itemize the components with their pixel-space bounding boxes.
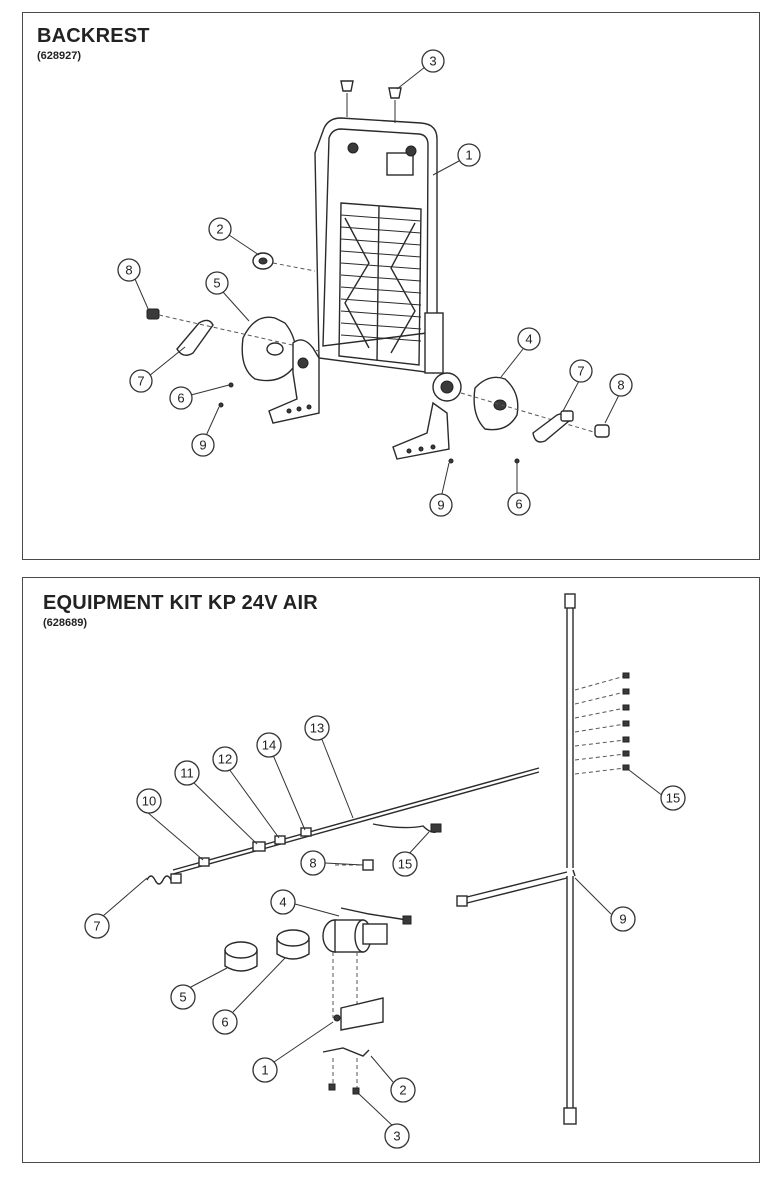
cap-left: [340, 80, 354, 117]
callout-9-left: 9: [191, 433, 215, 457]
vertical-wire-harness: [563, 593, 577, 1125]
air-line: [172, 767, 540, 875]
svg-text:1: 1: [465, 148, 472, 163]
callout-11: 11: [174, 760, 200, 786]
callout-7: 7: [84, 913, 110, 939]
callout-14: 14: [256, 732, 282, 758]
callout-4: 4: [270, 889, 296, 915]
backrest-exploded-diagram: 3 1 2 8 5 7 6 9 4 7 8 9 6: [117, 49, 633, 517]
svg-text:3: 3: [393, 1129, 400, 1144]
equipment-kit-exploded-diagram: 13 14 12 11 10 7 8 15 4 5 6 1 2 3 15 9: [84, 593, 686, 1149]
callout-6: 6: [212, 1009, 238, 1035]
svg-text:8: 8: [309, 856, 316, 871]
backrest-title: BACKREST: [37, 25, 150, 47]
callout-5: 5: [170, 984, 196, 1010]
callout-6-right: 6: [507, 492, 531, 516]
svg-text:7: 7: [577, 364, 584, 379]
backrest-frame: [314, 117, 444, 374]
right-cover: [460, 376, 598, 434]
equipment-kit-panel: EQUIPMENT KIT KP 24V AIR (628689): [22, 577, 760, 1163]
callout-1: 1: [457, 143, 481, 167]
svg-text:4: 4: [279, 895, 286, 910]
svg-text:6: 6: [515, 497, 522, 512]
callout-15-left: 15: [392, 851, 418, 877]
callout-4: 4: [517, 327, 541, 351]
callout-3-top: 3: [421, 49, 445, 73]
kit-title: EQUIPMENT KIT KP 24V AIR: [43, 592, 318, 614]
cap-right: [388, 87, 402, 123]
svg-text:12: 12: [218, 752, 232, 767]
svg-text:8: 8: [617, 378, 624, 393]
svg-text:2: 2: [216, 222, 223, 237]
kit-leader-lines: [102, 736, 664, 1129]
svg-text:7: 7: [93, 919, 100, 934]
svg-text:5: 5: [213, 276, 220, 291]
svg-text:10: 10: [142, 794, 156, 809]
backrest-panel: BACKREST (628927): [22, 12, 760, 560]
branch-cable: [456, 871, 568, 907]
svg-text:5: 5: [179, 990, 186, 1005]
left-bracket: [268, 339, 320, 424]
right-knob: [594, 424, 610, 438]
svg-text:7: 7: [137, 374, 144, 389]
clamp-part-6: [276, 929, 310, 960]
svg-text:9: 9: [619, 912, 626, 927]
callout-9: 9: [610, 906, 636, 932]
svg-text:2: 2: [399, 1083, 406, 1098]
hub-part-2: [252, 252, 316, 272]
callout-7-right: 7: [569, 359, 593, 383]
callout-10: 10: [136, 788, 162, 814]
callout-5: 5: [205, 271, 229, 295]
callout-13: 13: [304, 715, 330, 741]
svg-text:3: 3: [429, 54, 436, 69]
svg-text:8: 8: [125, 263, 132, 278]
right-bracket: [392, 372, 462, 460]
svg-text:9: 9: [199, 438, 206, 453]
callout-12: 12: [212, 746, 238, 772]
svg-text:15: 15: [398, 857, 412, 872]
backrest-part-code: (628927): [37, 50, 82, 62]
backrest-leader-lines: [134, 66, 620, 499]
svg-text:13: 13: [310, 721, 324, 736]
kit-part-code: (628689): [43, 617, 88, 629]
callout-7-left: 7: [129, 369, 153, 393]
svg-text:15: 15: [666, 791, 680, 806]
left-cover: [241, 316, 297, 382]
right-lever: [532, 410, 574, 443]
left-lever: [176, 319, 214, 356]
callout-8-left: 8: [117, 258, 141, 282]
callout-15-right: 15: [660, 785, 686, 811]
callout-2: 2: [390, 1077, 416, 1103]
svg-text:9: 9: [437, 498, 444, 513]
callout-2: 2: [208, 217, 232, 241]
callout-3: 3: [384, 1123, 410, 1149]
callout-6-left: 6: [169, 386, 193, 410]
coil-part-7: [146, 873, 182, 885]
callout-1: 1: [252, 1057, 278, 1083]
mounting-bracket: [322, 997, 384, 1095]
svg-text:14: 14: [262, 738, 276, 753]
callout-9-right: 9: [429, 493, 453, 517]
ring-part-5: [224, 941, 258, 972]
harness-terminals: [574, 672, 630, 775]
svg-text:4: 4: [525, 332, 532, 347]
svg-text:6: 6: [221, 1015, 228, 1030]
svg-text:1: 1: [261, 1063, 268, 1078]
svg-text:11: 11: [180, 766, 194, 781]
fittings: [198, 827, 312, 867]
valve-assembly: [322, 907, 412, 1018]
callout-8-right: 8: [609, 373, 633, 397]
callout-8: 8: [300, 850, 326, 876]
svg-text:6: 6: [177, 391, 184, 406]
